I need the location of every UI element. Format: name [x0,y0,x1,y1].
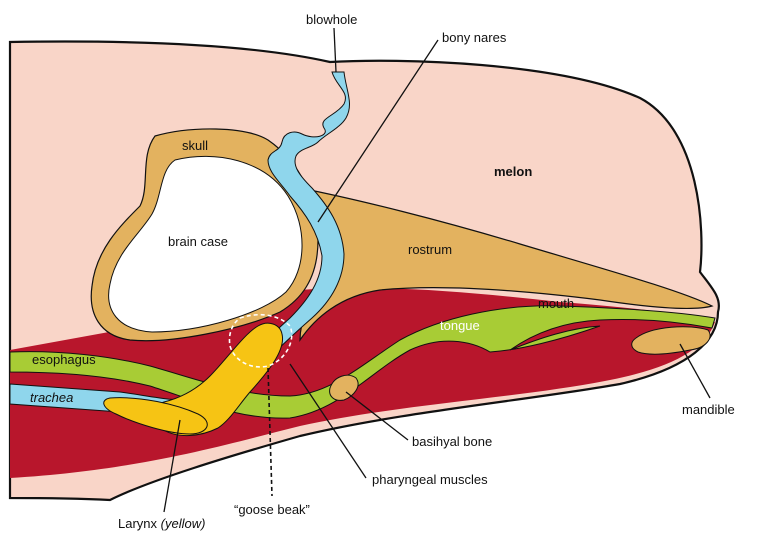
nasal-passage [251,71,350,367]
label-brain-case: brain case [168,234,228,249]
leader-goose-beak [267,367,273,497]
larynx-shape [151,322,284,436]
leader-bony-nares [317,39,439,223]
label-larynx-note: (yellow) [161,516,206,531]
label-esophagus: esophagus [32,352,96,367]
label-larynx-text: Larynx [118,516,161,531]
label-tongue: tongue [440,318,480,333]
basihyal-bone-shape [329,374,359,401]
goose-beak-outline [228,313,293,368]
leader-basihyal [345,391,409,441]
label-mouth: mouth [538,296,574,311]
label-mandible: mandible [682,402,735,417]
mandible-shape [631,326,711,355]
label-pharyngeal-muscles: pharyngeal muscles [372,472,488,487]
label-trachea: trachea [30,390,73,405]
leader-blowhole [333,27,337,73]
label-bony-nares: bony nares [442,30,507,45]
label-rostrum: rostrum [408,242,452,257]
label-basihyal-bone: basihyal bone [412,434,492,449]
label-larynx: Larynx (yellow) [118,516,205,531]
brain-case-shape [108,155,303,333]
label-blowhole: blowhole [306,12,357,27]
label-melon: melon [494,164,532,179]
esophagus-shape [9,305,716,419]
label-goose-beak: “goose beak” [234,502,310,517]
label-skull: skull [182,138,208,153]
leader-mandible [679,343,711,399]
leader-pharyngeal [289,363,367,479]
larynx-lower-shape [103,397,208,435]
leader-larynx [163,419,181,513]
